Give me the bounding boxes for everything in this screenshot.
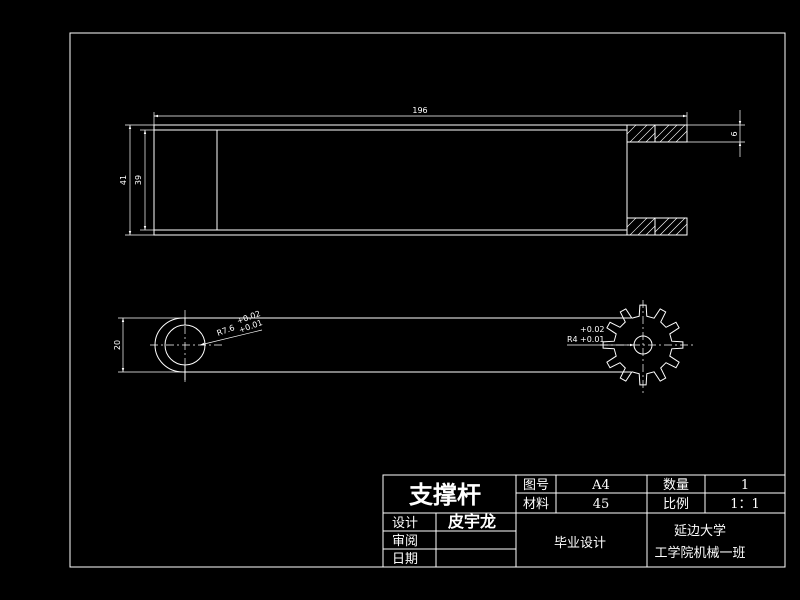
label-material: 材料 [523,497,549,512]
value-scale: 1：1 [730,497,760,512]
top-lug [626,124,688,143]
label-scale: 比例 [663,497,689,512]
dim-length: 196 [412,106,427,115]
dim-slot: 6 [730,131,739,136]
dim-outer-height: 41 [119,175,128,185]
title-block: 支撑杆 图号 A4 材料 45 数量 1 比例 1：1 设计 皮宇龙 审阅 日期… [382,474,786,568]
school-line1: 延边大学 [674,523,726,539]
label-quantity: 数量 [663,478,689,493]
school-line2: 工学院机械一班 [654,545,745,561]
dim-rod-width: 20 [113,340,122,350]
gear-outline [602,304,684,386]
label-drawing-no: 图号 [523,478,549,493]
label-design: 设计 [392,516,418,531]
front-view: R7.6 +0.02 +0.01 20 R4 +0.02 +0.01 [113,300,695,395]
label-date: 日期 [392,552,418,567]
drawing-title: 支撑杆 [409,481,481,509]
dim-hole-tol-upper: +0.02 [580,325,605,334]
value-material: 45 [593,497,610,512]
dim-hole-radius: R4 [567,335,578,344]
top-view: 196 6 41 39 [119,106,745,236]
label-review: 审阅 [392,534,418,549]
designer-name: 皮宇龙 [447,512,496,531]
value-quantity: 1 [741,478,749,493]
project-name: 毕业设计 [554,536,606,551]
tube-outline [153,124,628,236]
dim-arc-radius: R7.6 [216,323,236,338]
bottom-lug [626,217,688,236]
dim-inner-height: 39 [134,175,143,185]
dim-hole-tol-lower: +0.01 [580,335,605,344]
value-drawing-no: A4 [591,478,610,493]
